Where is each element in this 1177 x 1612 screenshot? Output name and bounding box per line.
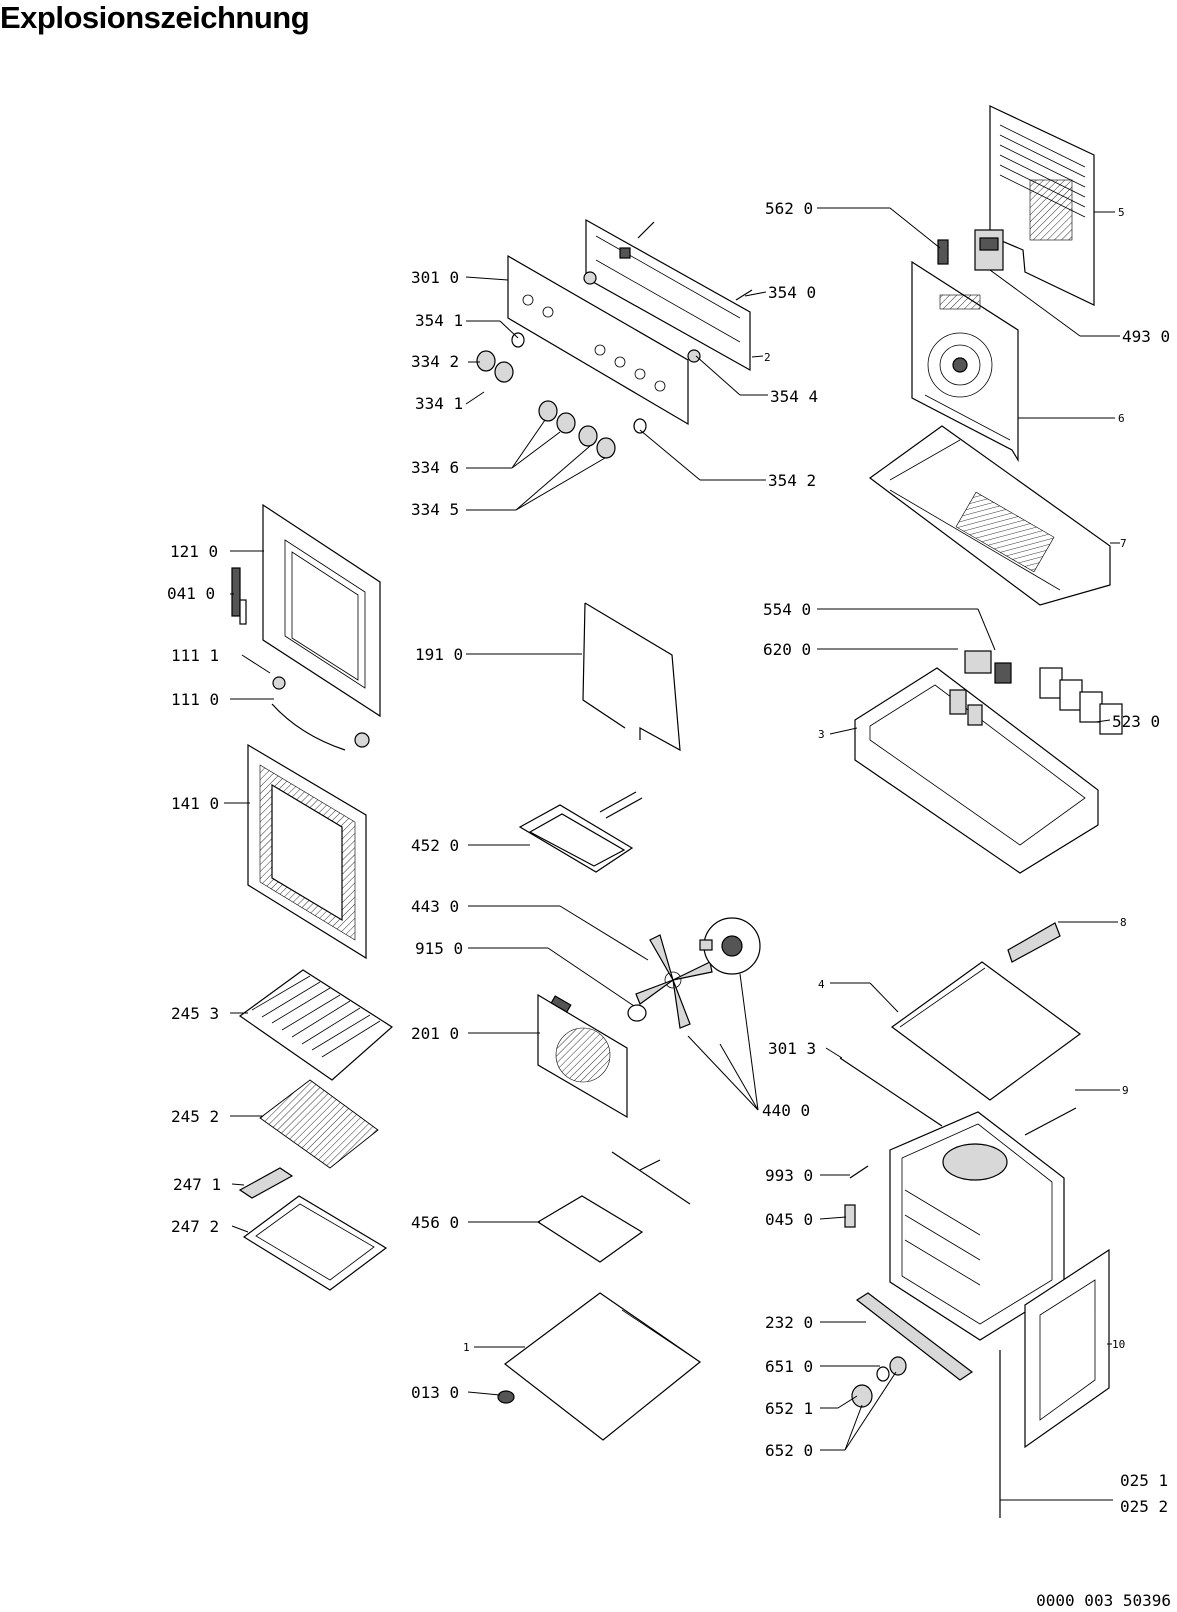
callout-label: 111 0 xyxy=(171,690,219,709)
callout-label: 245 3 xyxy=(171,1004,219,1023)
rear-fan-plate xyxy=(911,260,1019,463)
page-title: Explosionszeichnung xyxy=(0,0,310,35)
callout-label: 121 0 xyxy=(170,542,218,561)
callout-label: 6 xyxy=(1118,412,1125,425)
fan-nut xyxy=(627,1004,647,1022)
callout-label: 652 0 xyxy=(765,1441,813,1460)
callout-label: 334 5 xyxy=(411,500,459,519)
door-inner-frame xyxy=(262,503,381,718)
pin-part xyxy=(583,221,753,363)
electronics-housing xyxy=(854,667,1099,874)
callout-label: 652 1 xyxy=(765,1399,813,1418)
cavity-top-plate xyxy=(890,961,1082,1101)
callout-label: 7 xyxy=(1120,537,1127,550)
callout-label: 456 0 xyxy=(411,1213,459,1232)
fan-cover-plate xyxy=(537,993,628,1119)
callout-label: 247 1 xyxy=(173,1175,221,1194)
callout-label: 443 0 xyxy=(411,897,459,916)
callout-label: 523 0 xyxy=(1112,712,1160,731)
document-number: 0000 003 50396 xyxy=(1036,1591,1171,1610)
base-plate xyxy=(504,1292,702,1441)
switch-bank xyxy=(1039,667,1123,735)
callout-label: 651 0 xyxy=(765,1357,813,1376)
clip-part xyxy=(937,239,949,265)
callout-label: 354 0 xyxy=(768,283,816,302)
callout-labels: 562 0 5 301 0 354 0 493 0 354 1 334 2 2 … xyxy=(167,199,1170,1516)
side-panel xyxy=(1024,1248,1110,1449)
rear-cover-panel xyxy=(989,105,1095,306)
baking-tray xyxy=(242,1195,388,1291)
callout-label: 10 xyxy=(1112,1338,1125,1351)
callout-label: 025 1 xyxy=(1120,1471,1168,1490)
callout-label: 562 0 xyxy=(765,199,813,218)
callout-label: 141 0 xyxy=(171,794,219,813)
guide-rail xyxy=(839,1057,943,1127)
rod-part xyxy=(1024,1107,1077,1136)
wire-shelf xyxy=(238,969,393,1081)
callout-label: 440 0 xyxy=(762,1101,810,1120)
callout-label: 620 0 xyxy=(763,640,811,659)
callout-label: 3 xyxy=(818,728,825,741)
callout-label: 025 2 xyxy=(1120,1497,1168,1516)
top-cover-tray xyxy=(868,425,1111,606)
callout-label: 554 0 xyxy=(763,600,811,619)
knob-group xyxy=(476,332,647,459)
callout-label: 493 0 xyxy=(1122,327,1170,346)
callout-label: 4 xyxy=(818,978,825,991)
relay-block xyxy=(964,650,1012,684)
callout-label: 301 3 xyxy=(768,1039,816,1058)
callout-label: 1 xyxy=(463,1341,470,1354)
callout-label: 045 0 xyxy=(765,1210,813,1229)
callout-label: 334 2 xyxy=(411,352,459,371)
callout-label: 452 0 xyxy=(411,836,459,855)
handle-parts xyxy=(271,676,370,751)
control-board xyxy=(585,218,751,372)
side-bracket xyxy=(1007,922,1061,963)
door-hinge xyxy=(231,567,247,625)
door-seal xyxy=(582,602,681,752)
callout-label: 354 2 xyxy=(768,471,816,490)
callout-label: 993 0 xyxy=(765,1166,813,1185)
callout-label: 2 xyxy=(764,351,771,364)
callout-label: 232 0 xyxy=(765,1313,813,1332)
grill-grid xyxy=(259,1079,379,1169)
callout-label: 9 xyxy=(1122,1084,1129,1097)
top-heating-element xyxy=(518,791,643,873)
convection-fan-blade xyxy=(635,934,713,1029)
callout-label: 191 0 xyxy=(415,645,463,664)
control-panel-front xyxy=(507,254,689,426)
callout-label: 915 0 xyxy=(415,939,463,958)
door-outer-glass xyxy=(247,743,367,960)
small-knobs xyxy=(851,1356,907,1408)
callout-label: 301 0 xyxy=(411,268,459,287)
foot-part xyxy=(497,1390,515,1404)
oven-cavity xyxy=(889,1111,1065,1341)
callout-label: 334 1 xyxy=(415,394,463,413)
callout-label: 041 0 xyxy=(167,584,215,603)
leader-lines xyxy=(224,207,1120,1501)
callout-label: 245 2 xyxy=(171,1107,219,1126)
callout-label: 8 xyxy=(1120,916,1127,929)
thermostat-block xyxy=(974,229,1004,271)
fan-motor xyxy=(699,917,761,975)
drip-pan xyxy=(536,1151,691,1263)
screw-part xyxy=(844,1165,869,1228)
bottom-rail xyxy=(855,1292,974,1381)
callout-label: 334 6 xyxy=(411,458,459,477)
grill-handle xyxy=(238,1167,294,1199)
callout-label: 354 4 xyxy=(770,387,818,406)
callout-label: 111 1 xyxy=(171,646,219,665)
callout-label: 201 0 xyxy=(411,1024,459,1043)
callout-label: 354 1 xyxy=(415,311,463,330)
callout-label: 013 0 xyxy=(411,1383,459,1402)
callout-label: 247 2 xyxy=(171,1217,219,1236)
callout-label: 5 xyxy=(1118,206,1125,219)
